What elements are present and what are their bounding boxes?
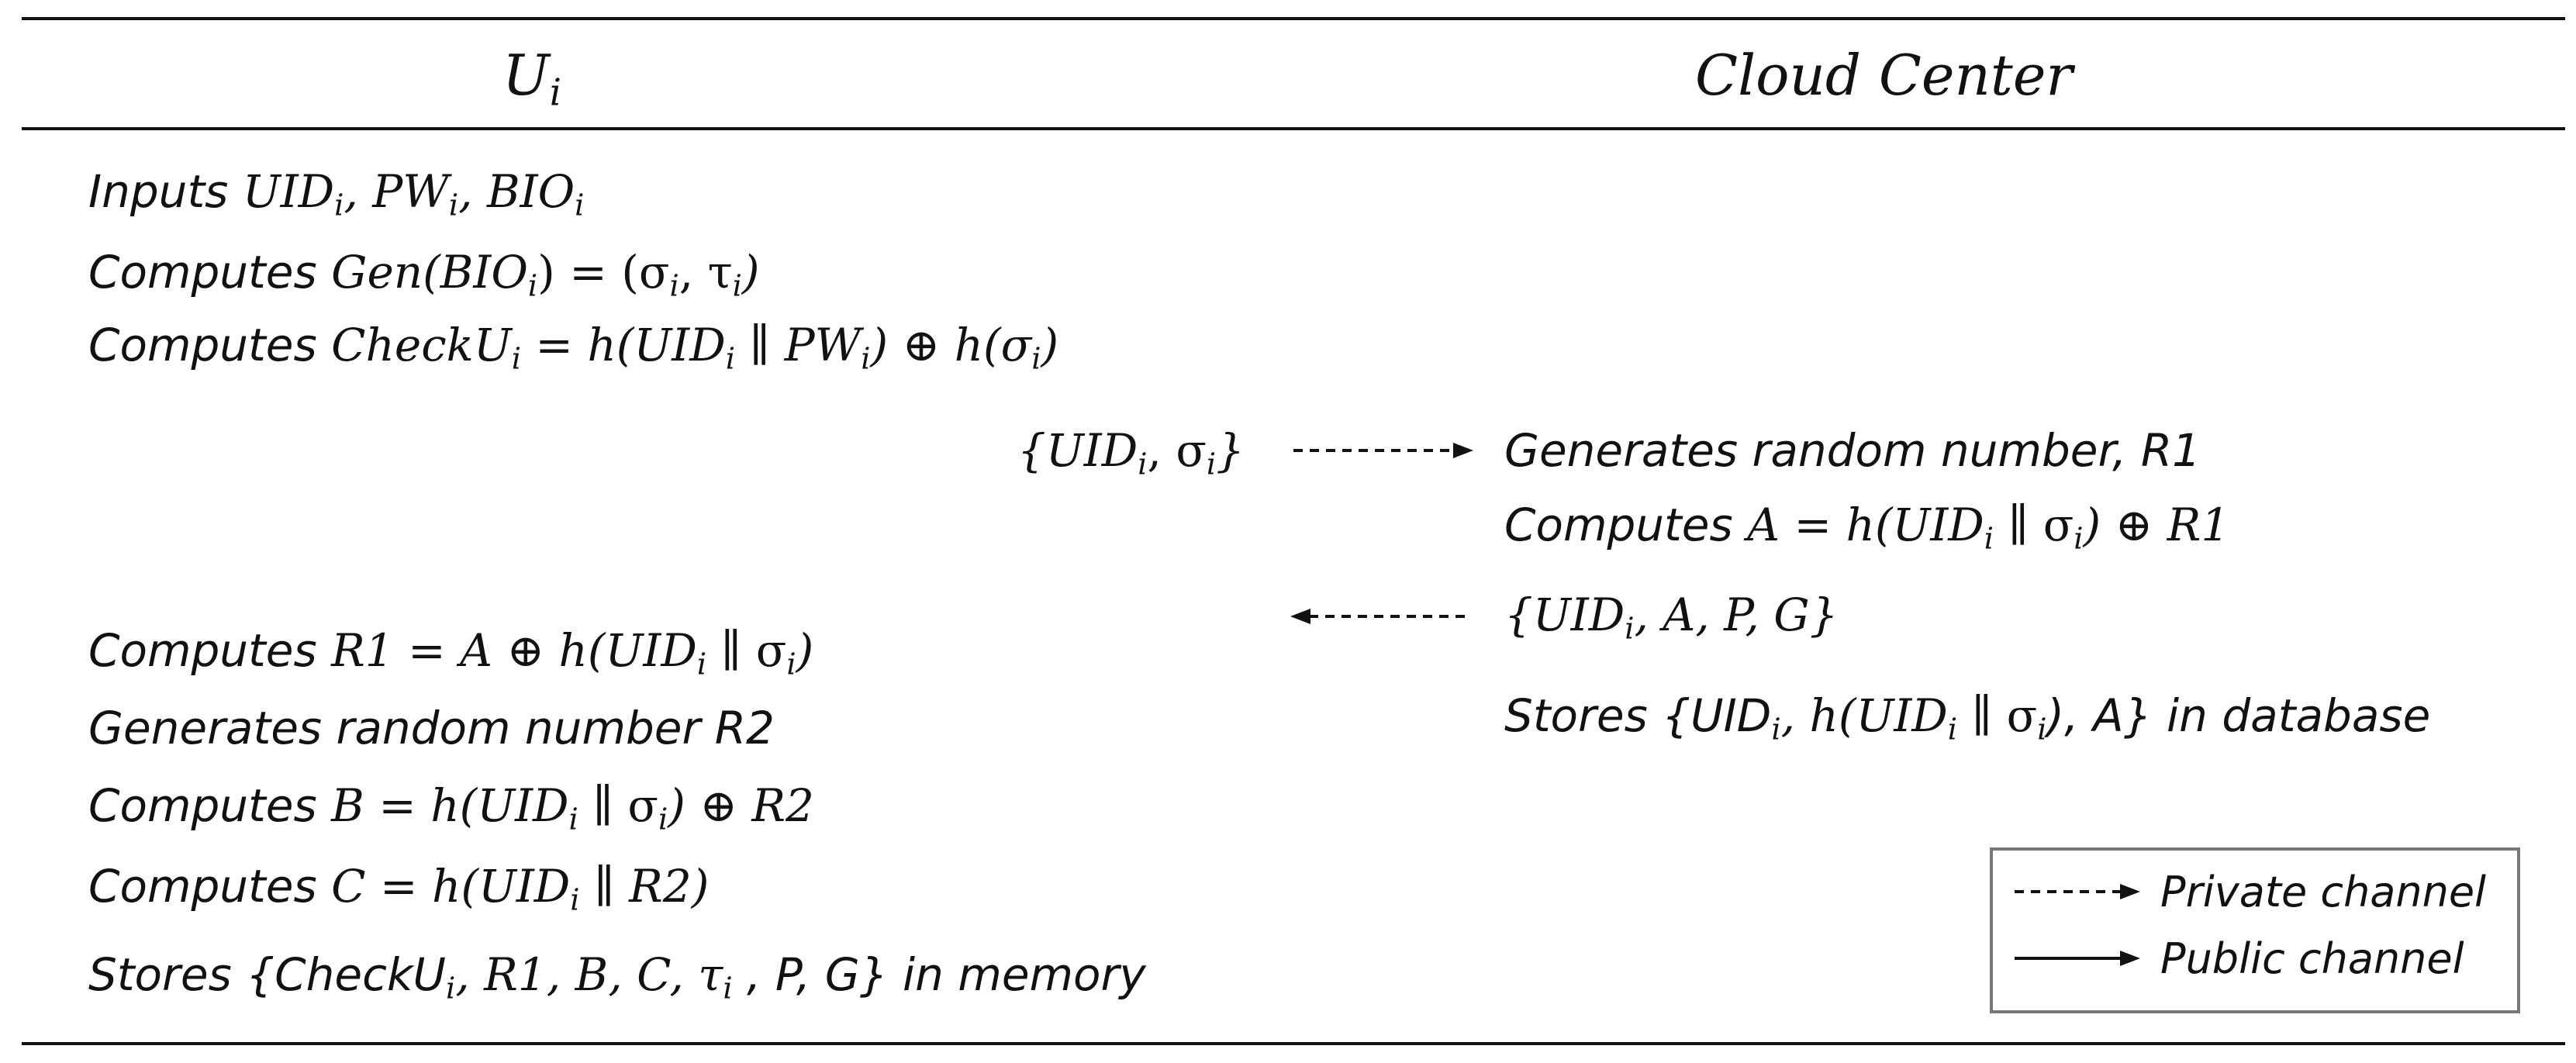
cloud-compute-a: Computes A = h(UIDi ∥ σi) ⊕ R1	[1504, 499, 2230, 557]
message-to-cloud: {UIDi, σi}	[1017, 424, 1245, 482]
cloud-store-database: Stores {UIDi, h(UIDi ∥ σi), A} in databa…	[1504, 689, 2431, 747]
legend-public-label: Public channel	[2160, 934, 2464, 983]
header-user: Ui	[502, 43, 561, 115]
user-store-memory: Stores {CheckUi, R1, B, C, τi , P, G} in…	[88, 948, 1146, 1006]
user-compute-r1: Computes R1 = A ⊕ h(UIDi ∥ σi)	[88, 624, 814, 682]
channel-legend: Private channel Public channel	[1990, 847, 2520, 1013]
header-rule	[22, 127, 2565, 130]
message-to-user: {UIDi, A, P, G}	[1504, 588, 1839, 647]
top-rule	[22, 17, 2565, 20]
header-cloud-center: Cloud Center	[1695, 43, 2073, 108]
private-channel-arrow-to-cloud	[1293, 443, 1473, 458]
user-gen-biometric: Computes Gen(BIOi) = (σi, τi)	[88, 246, 760, 304]
user-compute-c: Computes C = h(UIDi ∥ R2)	[88, 860, 710, 918]
private-channel-arrow-to-user	[1290, 609, 1467, 624]
user-inputs: Inputs UIDi, PWi, BIOi	[88, 165, 585, 223]
user-compute-b: Computes B = h(UIDi ∥ σi) ⊕ R2	[88, 779, 814, 837]
legend-private-label: Private channel	[2160, 868, 2487, 916]
legend-private-arrow	[2015, 884, 2140, 899]
cloud-generate-r1: Generates random number, R1	[1504, 424, 2201, 477]
bottom-rule	[22, 1042, 2565, 1045]
legend-public-arrow	[2015, 951, 2140, 966]
user-compute-checku: Computes CheckUi = h(UIDi ∥ PWi) ⊕ h(σi)	[88, 319, 1059, 377]
user-generate-r2: Generates random number R2	[88, 702, 775, 754]
